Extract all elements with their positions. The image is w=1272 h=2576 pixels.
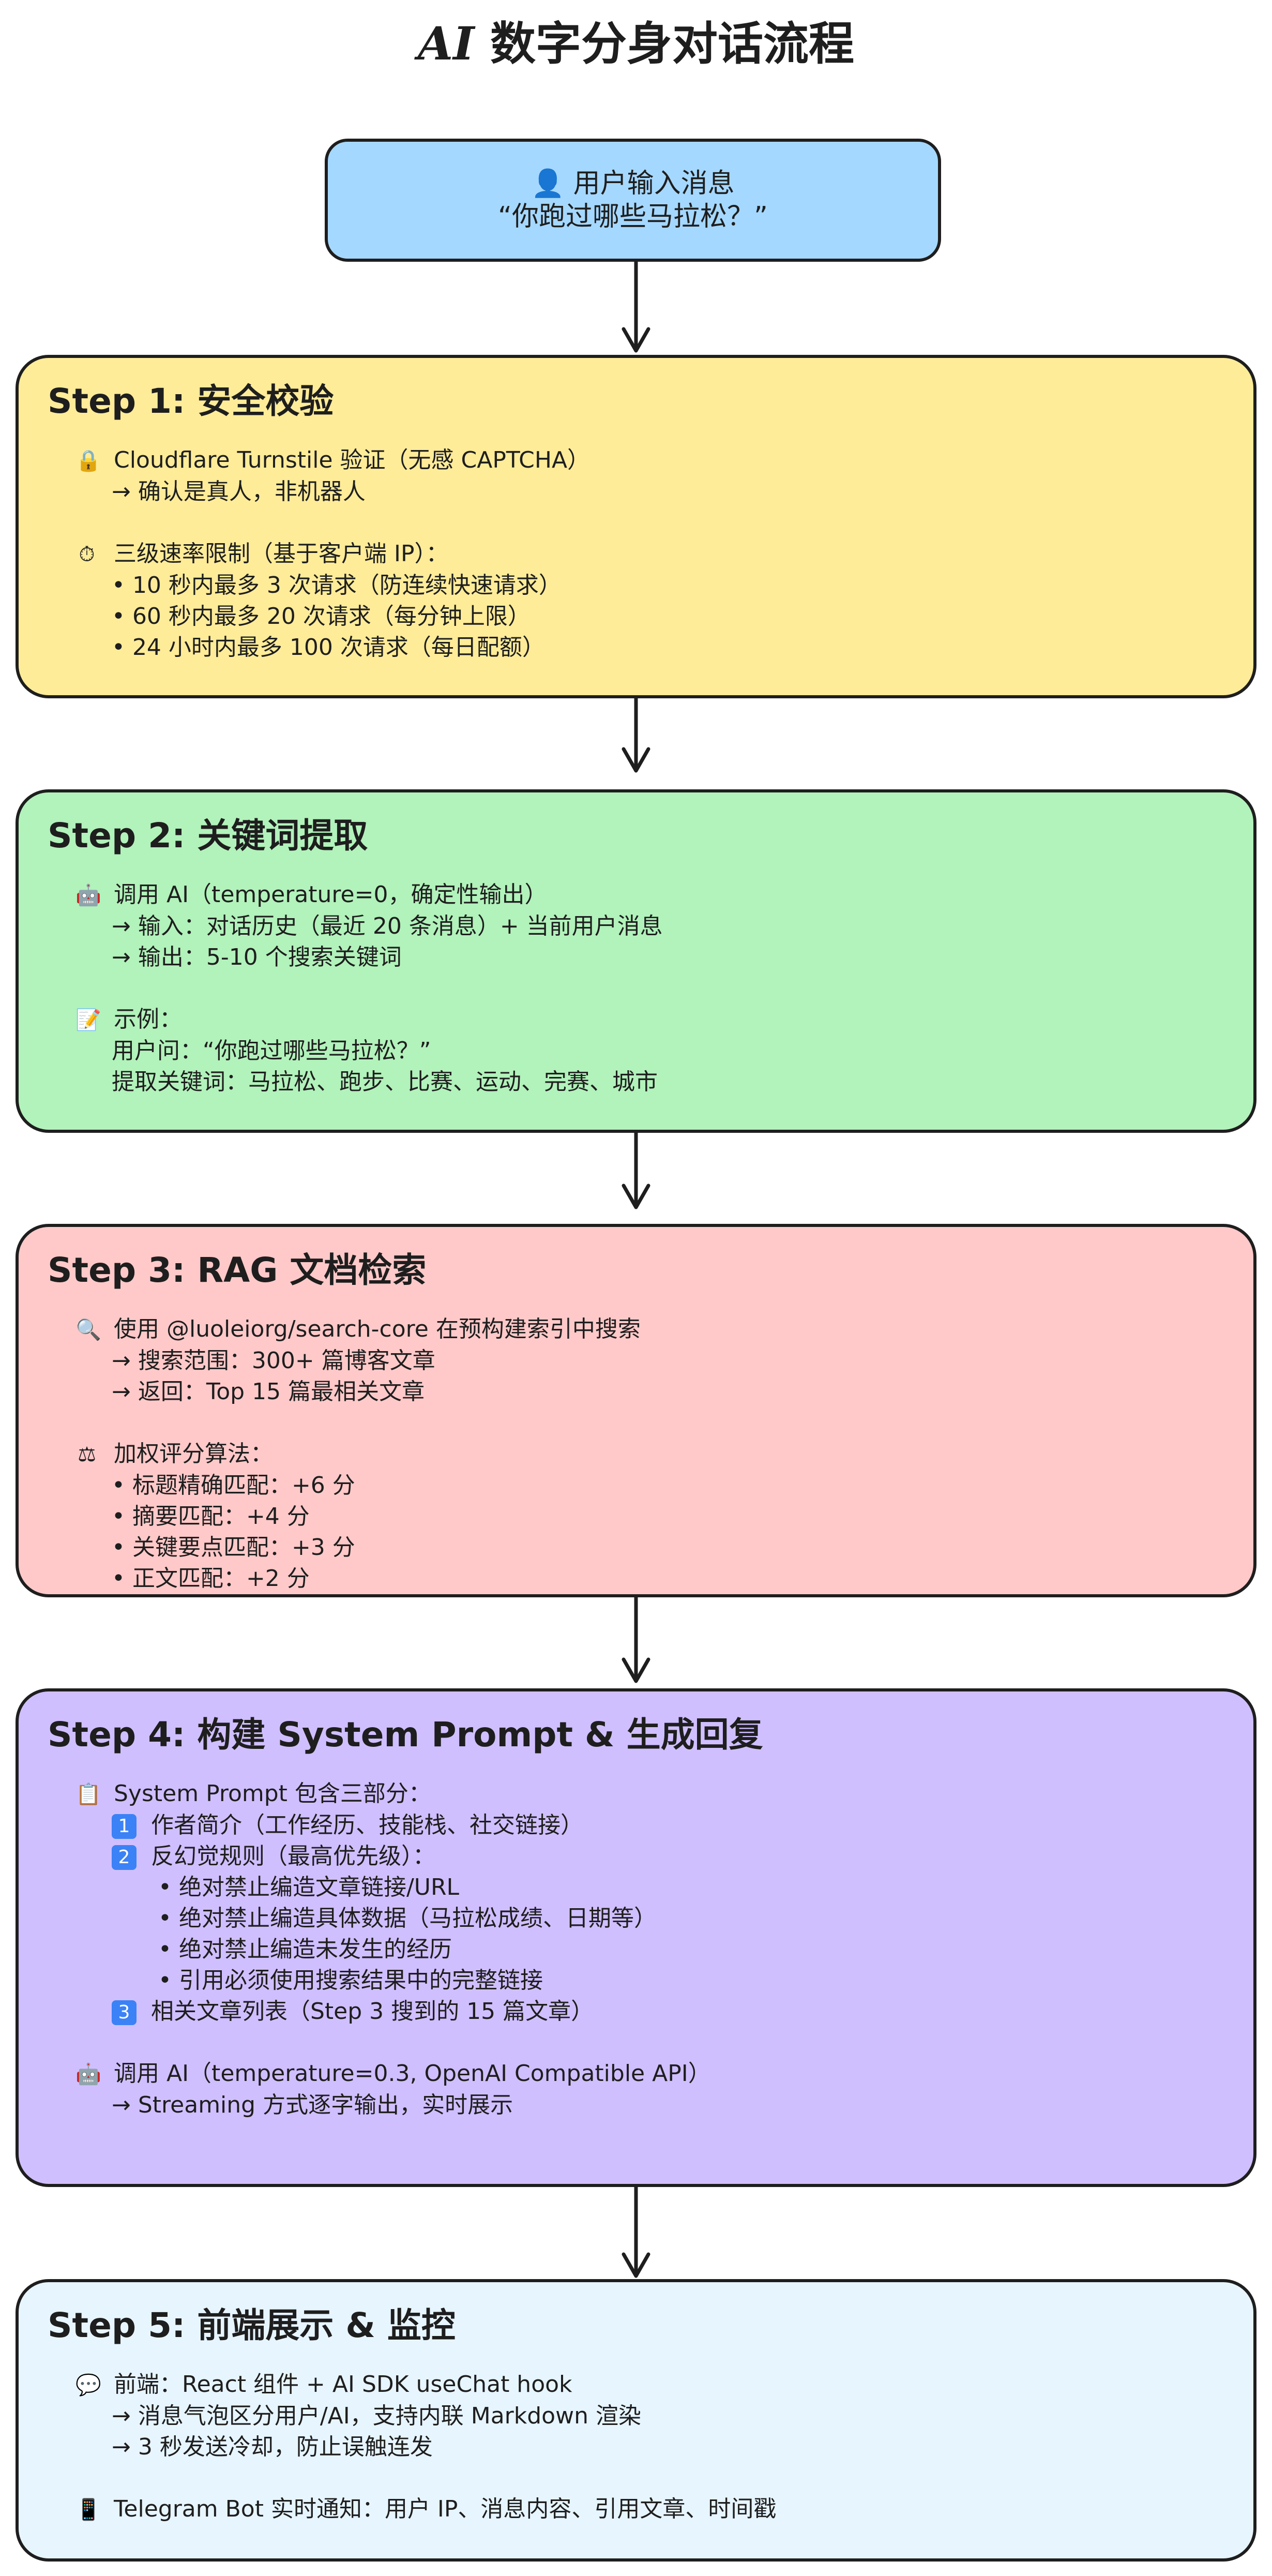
step4-text: 调用 AI（temperature=0.3, OpenAI Compatible…	[114, 2060, 711, 2087]
step4-bullet: • 引用必须使用搜索结果中的完整链接	[158, 1967, 543, 1994]
step5-title: Step 5: 前端展示 & 监控	[48, 2305, 456, 2345]
step3-bullet: • 标题精确匹配：+6 分	[112, 1472, 355, 1499]
step4-line: 🤖 调用 AI（temperature=0.3, OpenAI Compatibl…	[75, 2058, 1222, 2090]
step3-text: 使用 @luoleiorg/search-core 在预构建索引中搜索	[114, 1316, 641, 1342]
title-text: 数字分身对话流程	[474, 17, 855, 70]
number-badge-3: 3	[112, 2000, 137, 2025]
magnifier-icon: 🔍	[75, 1318, 101, 1342]
step2-line: → 输入：对话历史（最近 20 条消息）+ 当前用户消息	[112, 913, 663, 939]
arrow-step2-step3	[622, 1133, 650, 1209]
step4-title: Step 4: 构建 System Prompt & 生成回复	[48, 1715, 763, 1755]
step1-box: Step 1: 安全校验 🔒 Cloudflare Turnstile 验证（无感…	[16, 355, 1256, 698]
robot-icon: 🤖	[75, 883, 101, 907]
user-input-question: “你跑过哪些马拉松？”	[498, 201, 768, 232]
step2-line: 📝 示例：	[75, 1004, 1222, 1036]
user-input-node: 👤 用户输入消息 “你跑过哪些马拉松？”	[325, 139, 941, 262]
step5-line: → 消息气泡区分用户/AI，支持内联 Markdown 渲染	[112, 2403, 641, 2429]
step1-line: 🔒 Cloudflare Turnstile 验证（无感 CAPTCHA）	[75, 445, 1222, 476]
step4-bullet: • 绝对禁止编造未发生的经历	[158, 1936, 452, 1963]
step2-line: 用户问：“你跑过哪些马拉松？”	[112, 1038, 431, 1064]
step3-box: Step 3: RAG 文档检索 🔍 使用 @luoleiorg/search-c…	[16, 1224, 1256, 1597]
step4-text: 作者简介（工作经历、技能栈、社交链接）	[151, 1812, 583, 1838]
step4-body: 📋 System Prompt 包含三部分： 1 作者简介（工作经历、技能栈、社交链…	[75, 1778, 1222, 2121]
step2-title: Step 2: 关键词提取	[48, 816, 368, 856]
step1-bullet: • 60 秒内最多 20 次请求（每分钟上限）	[112, 603, 531, 630]
step2-line: 提取关键词：马拉松、跑步、比赛、运动、完赛、城市	[112, 1069, 658, 1095]
step2-body: 🤖 调用 AI（temperature=0，确定性输出） → 输入：对话历史（最近…	[75, 879, 1222, 1098]
step1-title: Step 1: 安全校验	[48, 381, 334, 421]
speech-bubble-icon: 💬	[75, 2373, 101, 2397]
step2-text: 示例：	[114, 1006, 182, 1032]
arrow-step3-step4	[622, 1597, 650, 1683]
step1-text: 三级速率限制（基于客户端 IP）：	[114, 541, 449, 567]
step4-line: → Streaming 方式逐字输出，实时展示	[112, 2092, 513, 2118]
step5-line: 💬 前端：React 组件 + AI SDK useChat hook	[75, 2369, 1222, 2401]
step5-line: 📱 Telegram Bot 实时通知：用户 IP、消息内容、引用文章、时间戳	[75, 2494, 1222, 2525]
stopwatch-icon: ⏱	[79, 543, 95, 566]
clipboard-icon: 📋	[75, 1783, 101, 1806]
step3-line: → 搜索范围：300+ 篇博客文章	[112, 1347, 435, 1374]
step1-text: Cloudflare Turnstile 验证（无感 CAPTCHA）	[114, 447, 590, 473]
step4-bullet: • 绝对禁止编造文章链接/URL	[158, 1874, 460, 1900]
step2-line: 🤖 调用 AI（temperature=0，确定性输出）	[75, 879, 1222, 911]
step2-text: 调用 AI（temperature=0，确定性输出）	[114, 881, 548, 908]
user-input-label: 👤 用户输入消息	[531, 168, 735, 199]
step3-line: 🔍 使用 @luoleiorg/search-core 在预构建索引中搜索	[75, 1314, 1222, 1345]
arrow-step1-step2	[622, 696, 650, 773]
step4-text: 相关文章列表（Step 3 搜到的 15 篇文章）	[151, 1998, 594, 2025]
step3-bullet: • 关键要点匹配：+3 分	[112, 1534, 355, 1561]
arrow-step4-step5	[622, 2187, 650, 2278]
step4-line: 1 作者简介（工作经历、技能栈、社交链接）	[75, 1810, 1222, 1841]
step5-text: Telegram Bot 实时通知：用户 IP、消息内容、引用文章、时间戳	[114, 2496, 777, 2522]
memo-icon: 📝	[75, 1008, 101, 1032]
mobile-phone-icon: 📱	[75, 2498, 101, 2522]
step4-line: 2 反幻觉规则（最高优先级）：	[75, 1841, 1222, 1872]
step3-title: Step 3: RAG 文档检索	[48, 1250, 427, 1290]
step4-text: 反幻觉规则（最高优先级）：	[151, 1843, 435, 1869]
step3-line: ⚖ 加权评分算法：	[75, 1439, 1222, 1470]
step1-line: → 确认是真人，非机器人	[112, 478, 366, 505]
robot-icon: 🤖	[75, 2062, 101, 2086]
step5-text: 前端：React 组件 + AI SDK useChat hook	[114, 2371, 572, 2398]
scales-icon: ⚖	[78, 1443, 96, 1466]
lock-icon: 🔒	[75, 449, 101, 473]
step4-text: System Prompt 包含三部分：	[114, 1780, 431, 1807]
step1-line: ⏱ 三级速率限制（基于客户端 IP）：	[75, 538, 1222, 570]
step1-bullet: • 24 小时内最多 100 次请求（每日配额）	[112, 634, 545, 661]
step2-line: → 输出：5-10 个搜索关键词	[112, 944, 402, 970]
step3-bullet: • 摘要匹配：+4 分	[112, 1503, 310, 1530]
step2-box: Step 2: 关键词提取 🤖 调用 AI（temperature=0，确定性输出…	[16, 789, 1256, 1133]
arrow-start-step1	[622, 262, 650, 353]
number-badge-1: 1	[112, 1814, 137, 1839]
number-badge-2: 2	[112, 1845, 137, 1870]
step1-body: 🔒 Cloudflare Turnstile 验证（无感 CAPTCHA） → 确…	[75, 445, 1222, 663]
step4-line: 📋 System Prompt 包含三部分：	[75, 1778, 1222, 1810]
step4-line: 3 相关文章列表（Step 3 搜到的 15 篇文章）	[75, 1996, 1222, 2027]
step4-box: Step 4: 构建 System Prompt & 生成回复 📋 System …	[16, 1688, 1256, 2187]
step3-text: 加权评分算法：	[114, 1441, 273, 1467]
step5-body: 💬 前端：React 组件 + AI SDK useChat hook → 消息气…	[75, 2369, 1222, 2525]
step5-box: Step 5: 前端展示 & 监控 💬 前端：React 组件 + AI SDK …	[16, 2279, 1256, 2562]
step3-bullet: • 正文匹配：+2 分	[112, 1565, 310, 1592]
title-ai: AI	[417, 17, 475, 70]
step3-body: 🔍 使用 @luoleiorg/search-core 在预构建索引中搜索 → 搜…	[75, 1314, 1222, 1594]
page-title: AI 数字分身对话流程	[0, 7, 1272, 80]
step1-bullet: • 10 秒内最多 3 次请求（防连续快速请求）	[112, 572, 562, 598]
step5-line: → 3 秒发送冷却，防止误触连发	[112, 2434, 433, 2460]
step3-line: → 返回：Top 15 篇最相关文章	[112, 1379, 425, 1405]
step4-bullet: • 绝对禁止编造具体数据（马拉松成绩、日期等）	[158, 1905, 657, 1931]
